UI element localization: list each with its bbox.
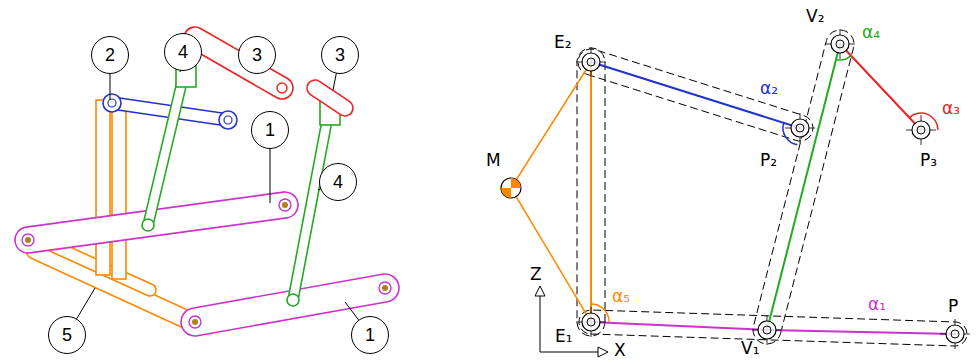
- joint-pin: [836, 40, 844, 48]
- leader-lines: [67, 52, 370, 335]
- callout-circle: 4: [164, 33, 202, 71]
- link-line: [591, 322, 767, 330]
- joint-pin: [587, 318, 595, 326]
- callout-circle: 5: [48, 316, 86, 354]
- joint-label: P: [948, 296, 958, 316]
- angle-label: α₁: [868, 294, 886, 314]
- nut-hole: [108, 99, 116, 107]
- joint-pin: [763, 326, 771, 334]
- crank-hole: [277, 83, 287, 93]
- angle-label: α₂: [760, 78, 778, 98]
- callout-circle: 4: [319, 163, 357, 201]
- axis-label: X: [614, 340, 626, 360]
- mass-quadrant: [511, 178, 521, 188]
- joint-label: P₂: [760, 150, 777, 170]
- joint-circle: [912, 121, 930, 139]
- link-envelope: [577, 48, 605, 336]
- joint-pin: [587, 58, 595, 66]
- clevis: [142, 219, 154, 231]
- pin: [192, 319, 198, 325]
- callout-circle: 3: [321, 36, 359, 74]
- callout-number: 3: [335, 45, 345, 66]
- mass-symbol: [501, 178, 521, 198]
- joint-circle: [758, 321, 776, 339]
- mass-quadrant: [501, 188, 511, 198]
- callout-circle: 3: [238, 36, 276, 74]
- link-outline: [184, 27, 293, 99]
- angle-arc: [836, 56, 851, 60]
- link-envelope: [578, 49, 813, 141]
- link-line: [591, 62, 800, 128]
- callout-circle: 1: [251, 111, 289, 149]
- link-line: [590, 62, 592, 322]
- axis-arrow: [598, 347, 608, 357]
- callout-circle: 1: [351, 316, 389, 354]
- link-envelope: [579, 310, 967, 346]
- joint-circle: [582, 53, 600, 71]
- callout-number: 3: [252, 45, 262, 66]
- pin-hole: [379, 282, 391, 294]
- axis-line: [540, 292, 541, 352]
- link-line: [511, 62, 591, 188]
- callout-number: 1: [265, 120, 275, 141]
- axis-arrow: [535, 286, 545, 296]
- frame-post: [112, 104, 126, 279]
- joint-circle: [791, 119, 809, 137]
- joint-circle: [831, 35, 849, 53]
- cad-view: [15, 27, 399, 336]
- joint-label: P₃: [920, 150, 937, 170]
- nut: [103, 94, 121, 112]
- link-outline: [288, 100, 335, 305]
- callout-number: 4: [178, 42, 188, 63]
- link-line: [767, 330, 955, 334]
- pin-hole: [22, 234, 34, 246]
- angle-label: α₅: [612, 286, 630, 306]
- joint-pin: [951, 330, 959, 338]
- link-outline: [307, 80, 353, 116]
- axis-label: Z: [530, 264, 542, 284]
- clevis: [287, 294, 299, 306]
- joint-label: E₂: [554, 32, 572, 52]
- link-line: [511, 188, 591, 322]
- joint-pin: [796, 124, 804, 132]
- kinematic-schema: [501, 29, 970, 357]
- callout-circle: 2: [91, 36, 129, 74]
- frame-post: [96, 100, 110, 275]
- joint-circle: [582, 313, 600, 331]
- joint-pin: [917, 126, 925, 134]
- joint-label: V₁: [741, 338, 759, 358]
- joint-label: E₁: [555, 326, 573, 346]
- pin: [25, 237, 31, 243]
- link-envelope: [753, 30, 854, 344]
- angle-label: α₃: [942, 98, 960, 118]
- pin-hole: [189, 316, 201, 328]
- joint-circle: [946, 325, 964, 343]
- callout-number: 2: [105, 45, 115, 66]
- axis-line: [540, 352, 602, 353]
- mass-label: M: [486, 150, 501, 170]
- angle-label: α₄: [862, 22, 880, 42]
- nut-hole: [224, 116, 232, 124]
- callout-number: 4: [333, 172, 343, 193]
- joint-label: V₂: [806, 6, 824, 26]
- callout-number: 5: [62, 325, 72, 346]
- pin: [282, 202, 288, 208]
- pin: [382, 285, 388, 291]
- pin-hole: [279, 199, 291, 211]
- nut: [219, 111, 237, 129]
- callout-number: 1: [365, 325, 375, 346]
